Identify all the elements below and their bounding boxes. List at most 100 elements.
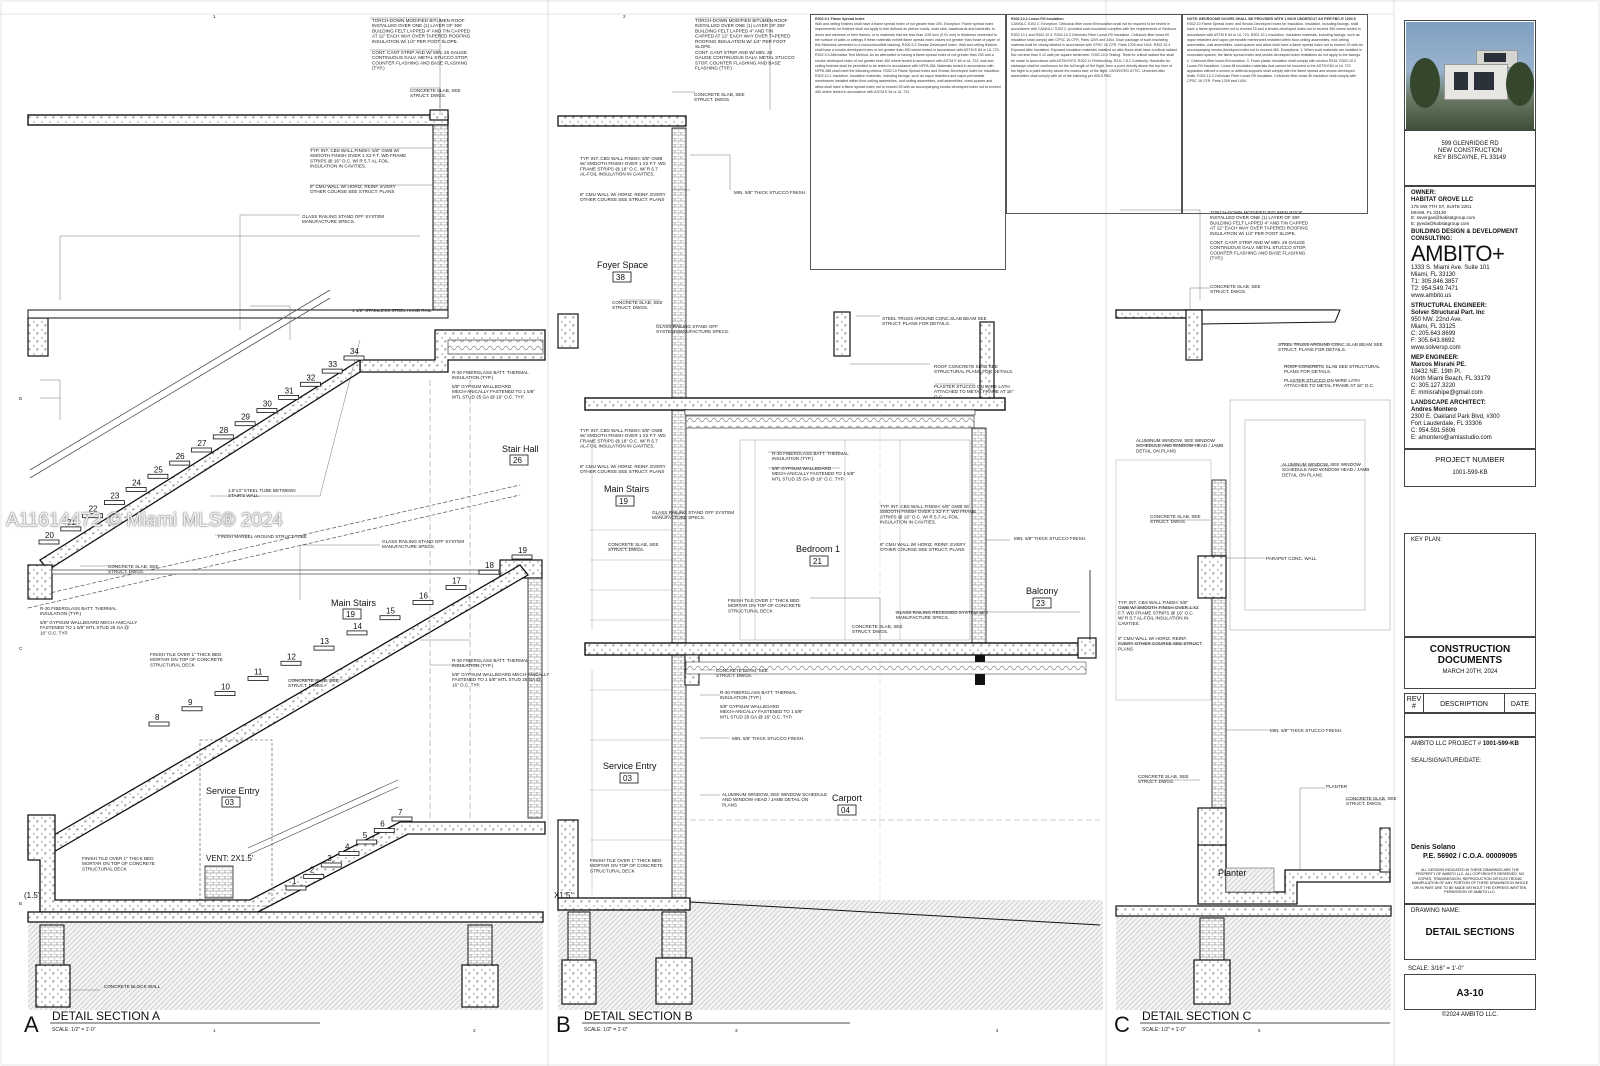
section-b-stucco-note-1: MIN. 5/8" THICK STUCCO FINISH.: [734, 190, 806, 195]
sheet-number: A3-10: [1404, 974, 1536, 1010]
grid-bottom-4: 4: [996, 1028, 999, 1033]
mid-step-tread-15: [379, 615, 401, 621]
upper-step-tread-30: [256, 408, 278, 414]
section-c-scale: SCALE: 1/2" = 1'-0": [1142, 1027, 1186, 1033]
room-main-stairs-a-name: Main Stairs: [331, 598, 377, 608]
section-a-letter: A: [24, 1012, 39, 1037]
upper-step-33: 33: [328, 360, 337, 369]
upper-step-29: 29: [241, 413, 250, 422]
consult-line-3: T1: 305.846.3857: [1411, 279, 1459, 285]
owner-line-1: 175 SW 7TH ST, SUITE 2201: [1411, 204, 1472, 209]
room-service-entry-a-name: Service Entry: [206, 786, 260, 796]
land-name: Andres Montero: [1411, 407, 1458, 413]
low-step-tread-2: [303, 874, 325, 879]
rev-col: REV #: [1405, 694, 1424, 712]
grid-bottom-1: 1: [213, 1028, 216, 1033]
code-notes-col-3: NOTE: BEDROOMS DOORS SHALL BE PROVIDED W…: [1182, 14, 1368, 214]
mls-watermark: A11614472 © Miami MLS® 2024: [6, 510, 283, 531]
mep-line-1: 19432 NE. 19th Pl.: [1411, 369, 1462, 375]
upper-step-20: 20: [45, 531, 54, 540]
upper-step-22: 22: [89, 505, 98, 514]
section-a-roof-slab: [27, 114, 449, 126]
upper-step-28: 28: [219, 426, 228, 435]
license-number: P.E. 56902 / C.O.A. 00009095: [1422, 853, 1518, 860]
section-a-handrail-note: 1 1/2" STAINLESS STEEL HAND RAIL: [352, 308, 432, 313]
room-foyer-number: 38: [616, 273, 625, 282]
address-line-2: NEW CONSTRUCTION: [1438, 148, 1502, 154]
mid-step-9: 9: [188, 698, 193, 707]
signer-name: Denis Solano: [1411, 844, 1456, 851]
section-a-scale: SCALE: 1/2" = 1'-0": [52, 1027, 96, 1033]
section-b-stucco-note-2: MIN. 5/8" THICK STUCCO FINISH.: [1014, 536, 1086, 541]
docs-date: MARCH 20TH, 2024: [1442, 669, 1498, 675]
owner-line-2: MIAMI, FL 33130: [1411, 209, 1447, 215]
mid-step-tread-12: [280, 660, 302, 666]
room-planter-name: Planter: [1218, 868, 1247, 878]
section-a-step-numbers: 2021222324252627282930313233348910111213…: [38, 347, 533, 891]
section-b-wall-note-3: TYP. INT. CBS WALL FINISH: 5/8" GWB W/SM…: [880, 504, 976, 525]
struct-line-2: Miami, FL 33125: [1411, 324, 1456, 330]
land-line-3: C: 954.591.5606: [1411, 428, 1456, 434]
section-b-dim: X1.5': [554, 891, 572, 900]
drawing-name: DETAIL SECTIONS: [1425, 927, 1515, 938]
seal-box: AMBITO LLC PROJECT # 1001-599-KB SEAL/SI…: [1404, 737, 1536, 904]
owner-name: HABITAT GROVE LLC: [1411, 197, 1474, 203]
upper-step-26: 26: [176, 452, 185, 461]
upper-step-tread-26: [169, 460, 191, 466]
project-number-label: PROJECT NUMBER: [1435, 455, 1505, 464]
room-stair-hall-name: Stair Hall: [502, 444, 539, 454]
upper-step-32: 32: [306, 373, 315, 382]
key-plan-box: KEY PLAN:: [1404, 533, 1536, 637]
mep-name: Marcos Misrahi PE.: [1411, 362, 1467, 368]
section-c-parapet-note: PARAPET CONC. WALL: [1266, 556, 1317, 561]
ambito-logo: AMBITO+: [1411, 241, 1505, 266]
section-a-marble-note: FINISH MARBEL AROUND STRUCT.TUBE: [218, 534, 307, 539]
room-carport-name: Carport: [832, 793, 863, 803]
mep-label: MEP ENGINEER:: [1411, 355, 1459, 361]
code-notes-col-2: R302.10.2 Loose-Fill Insulation CAN/ULC …: [1006, 14, 1182, 214]
house-rendering: [1406, 22, 1534, 130]
drawing-name-label: DRAWING NAME:: [1411, 908, 1461, 914]
low-step-1: 1: [292, 877, 297, 886]
section-c-title: DETAIL SECTION C: [1142, 1009, 1252, 1023]
mid-step-tread-10: [214, 691, 236, 696]
vent-label: VENT: 2X1.5': [206, 854, 254, 863]
title-block: 599 GLENRIDGE RD NEW CONSTRUCTION KEY BI…: [1404, 20, 1536, 1022]
room-service-entry-b-name: Service Entry: [603, 761, 657, 771]
revision-rows: [1404, 713, 1536, 737]
upper-step-25: 25: [154, 465, 163, 474]
upper-step-tread-31: [278, 394, 300, 400]
struct-line-3: C: 205.643.8699: [1411, 331, 1456, 337]
room-balcony-name: Balcony: [1026, 586, 1059, 596]
project-number: 1001-599-KB: [1452, 470, 1488, 476]
low-step-4: 4: [345, 843, 350, 852]
address-box: 599 GLENRIDGE RD NEW CONSTRUCTION KEY BI…: [1404, 130, 1536, 186]
section-c-letter: C: [1114, 1012, 1130, 1037]
section-c-ground: [1116, 912, 1391, 1010]
